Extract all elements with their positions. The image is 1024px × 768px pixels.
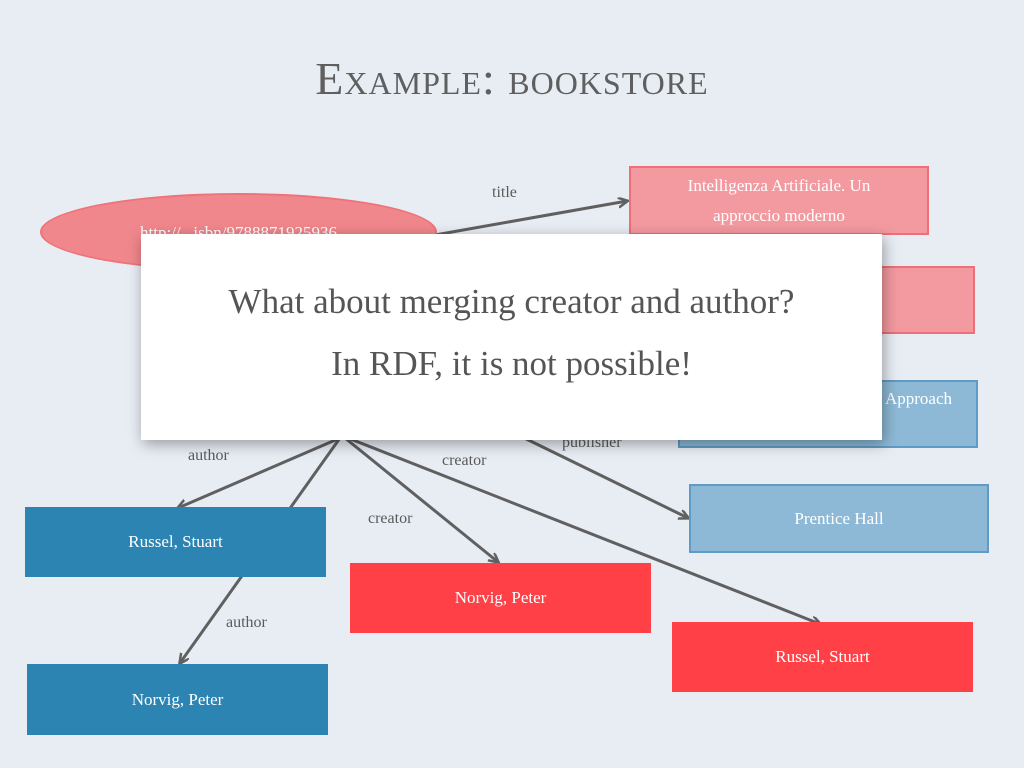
publisher-label: Prentice Hall (794, 508, 884, 528)
edge-label-creator-2: creator (368, 510, 413, 527)
edge-label-author-2: author (226, 614, 268, 631)
title-it-label: Intelligenza Artificiale. Un approccio m… (687, 175, 871, 225)
edge-label-title: title (492, 184, 517, 201)
author-russel-label: Russel, Stuart (128, 532, 223, 551)
creator-russel-label: Russel, Stuart (775, 647, 870, 666)
author-norvig-node: Norvig, Peter (27, 664, 328, 735)
creator-norvig-label: Norvig, Peter (454, 588, 547, 607)
merge-question-popup: What about merging creator and author? I… (141, 234, 882, 440)
title-en-node (876, 266, 975, 334)
edge-label-author-1: author (188, 447, 230, 464)
edge-author-russel (178, 436, 341, 508)
author-norvig-label: Norvig, Peter (131, 689, 224, 709)
publisher-node: Prentice Hall (689, 484, 989, 553)
edge-title (434, 201, 627, 237)
title-it-node: Intelligenza Artificiale. Un approccio m… (629, 166, 929, 235)
edge-publisher (511, 430, 688, 518)
popup-answer: In RDF, it is not possible! (331, 344, 692, 383)
creator-norvig-node: Norvig, Peter (350, 563, 651, 633)
edge-label-creator-1: creator (442, 452, 487, 469)
edge-creator-norvig (344, 436, 498, 562)
creator-russel-node: Russel, Stuart (672, 622, 973, 692)
popup-question: What about merging creator and author? (228, 282, 795, 321)
author-russel-node: Russel, Stuart (25, 507, 326, 577)
edge-creator-russel (347, 436, 820, 624)
slide-title: Example: bookstore (315, 53, 709, 104)
